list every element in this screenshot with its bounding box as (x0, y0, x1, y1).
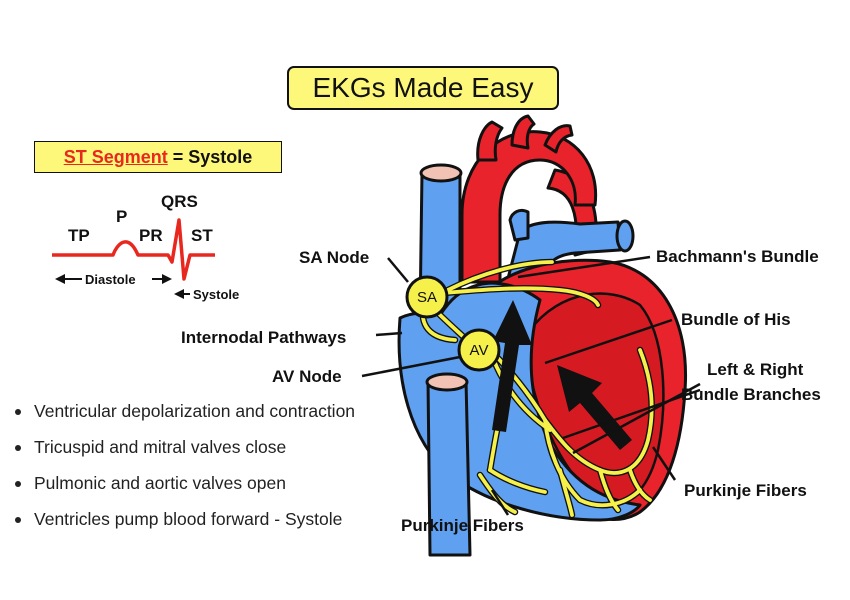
internodal-pathways-label: Internodal Pathways (181, 328, 346, 347)
ivc-opening (425, 372, 469, 392)
av-node: AV (457, 328, 501, 372)
diastole-arrowhead (55, 274, 65, 284)
bullet-item: Tricuspid and mitral valves close (14, 432, 355, 468)
equals-sign: = (172, 146, 184, 167)
diastole-label: Diastole (85, 272, 136, 287)
leader-lines (361, 255, 701, 516)
bundle-branches-label-2: Bundle Branches (681, 385, 821, 404)
diagonal-arrow (557, 365, 632, 450)
bullet-item: Ventricular depolarization and contracti… (14, 396, 355, 432)
title-box: EKGs Made Easy (287, 66, 559, 110)
diastole-end-arrowhead (162, 274, 172, 284)
av-node-text: AV (470, 342, 489, 359)
st-segment-box: ST Segment = Systole (34, 141, 282, 173)
pulmonary-branch (508, 208, 530, 242)
depolarization-arrows (492, 300, 632, 450)
pr-interval-label: PR (139, 226, 163, 245)
purkinje-fibers-bottom-label: Purkinje Fibers (401, 516, 524, 535)
sa-node-text: SA (417, 289, 437, 306)
bundle-branches-label-1: Left & Right (707, 360, 804, 379)
tp-wave-label: TP (68, 226, 90, 245)
svc-opening (419, 163, 463, 183)
bullet-item: Ventricles pump blood forward - Systole (14, 504, 355, 540)
purkinje-fibers-right-label: Purkinje Fibers (684, 481, 807, 500)
arch-vessel-2 (510, 114, 536, 150)
page-title: EKGs Made Easy (312, 72, 534, 103)
systole-wave-label: Systole (193, 287, 239, 302)
bundle-of-his-label: Bundle of His (681, 310, 791, 329)
systole-bullet-list: Ventricular depolarization and contracti… (14, 396, 355, 540)
bullet-item: Pulmonic and aortic valves open (14, 468, 355, 504)
st-segment-label: ST Segment (63, 146, 168, 167)
arch-vessel-3 (543, 124, 574, 154)
arch-vessel-1 (476, 120, 504, 162)
ekg-waveform: TP P PR QRS ST Diastole Systole (52, 192, 239, 302)
vertical-arrow (492, 300, 532, 432)
qrs-complex-label: QRS (161, 192, 198, 211)
sa-node: SA (405, 275, 449, 319)
bachmanns-bundle-label: Bachmann's Bundle (656, 247, 819, 266)
systole-label: Systole (188, 146, 253, 167)
av-node-label: AV Node (272, 367, 342, 386)
sa-node-label: SA Node (299, 248, 369, 267)
systole-arrowhead (174, 289, 184, 299)
p-wave-label: P (116, 207, 127, 226)
st-wave-label: ST (191, 226, 213, 245)
pulmonary-artery-opening (615, 219, 635, 253)
